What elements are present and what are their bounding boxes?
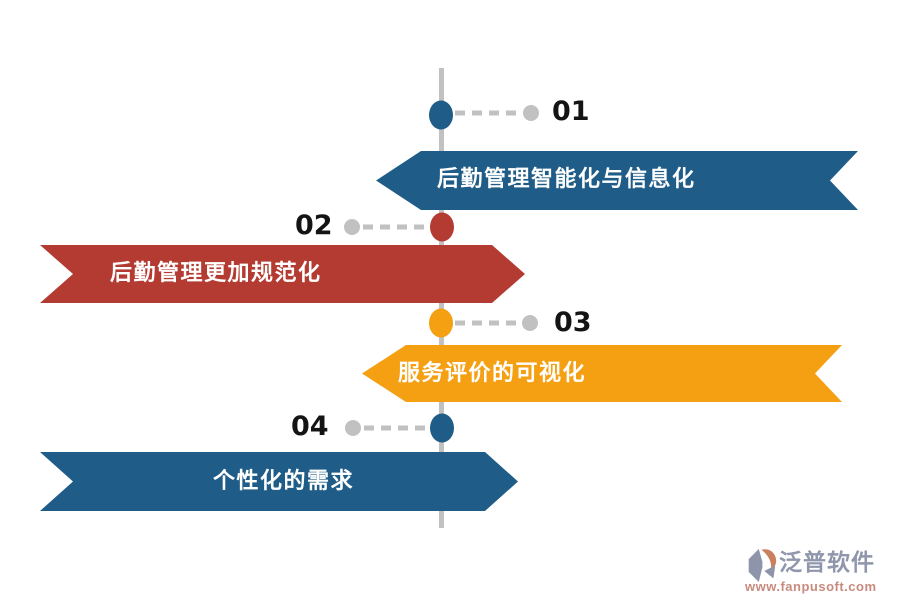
banner-label-02: 后勤管理更加规范化: [110, 260, 322, 285]
step-number-03: 03: [554, 307, 592, 338]
connector-dot-02: [344, 219, 360, 235]
banner-label-03: 服务评价的可视化: [398, 360, 587, 385]
connector-dot-01: [523, 105, 539, 121]
brand-url: www.fanpusoft.com: [745, 579, 877, 594]
connector-dot-04: [345, 420, 361, 436]
brand-name: 泛普软件: [779, 549, 875, 575]
step-number-04: 04: [291, 411, 329, 442]
banner-ribbon-04: [40, 452, 518, 511]
connector-dot-03: [522, 315, 538, 331]
fanpu-logo-icon: [748, 549, 777, 582]
timeline-node-03: [429, 308, 453, 338]
step-number-01: 01: [552, 96, 590, 127]
banner-ribbon-02: [40, 245, 525, 303]
banner-label-01: 后勤管理智能化与信息化: [437, 166, 696, 191]
step-number-02: 02: [295, 210, 333, 241]
banner-ribbon-01: [376, 151, 858, 210]
banner-ribbon-03: [362, 345, 842, 402]
timeline-node-01: [429, 100, 453, 130]
timeline-node-04: [430, 413, 454, 443]
timeline-node-02: [430, 212, 454, 242]
brand-watermark: 泛普软件 www.fanpusoft.com: [745, 547, 895, 597]
banner-label-04: 个性化的需求: [213, 468, 355, 493]
